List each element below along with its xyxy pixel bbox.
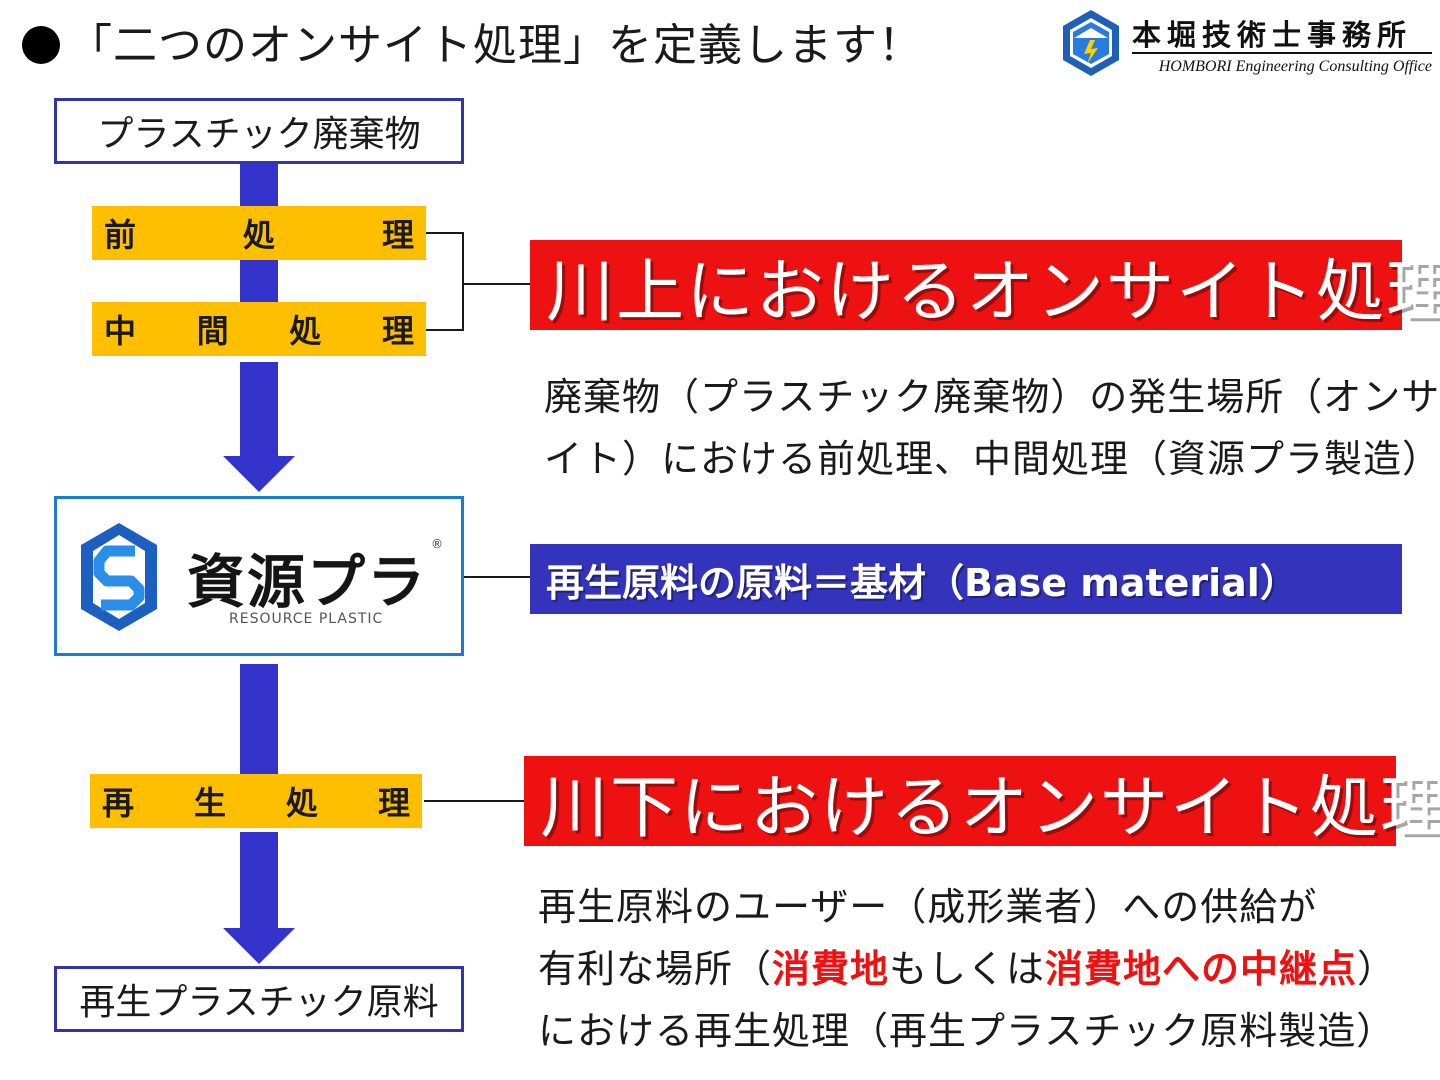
flow-end-label: 再生プラスチック原料: [79, 982, 439, 1023]
downstream-description-line: 有利な場所（消費地もしくは消費地への中継点）: [538, 938, 1396, 1000]
downstream-description-line: における再生処理（再生プラスチック原料製造）: [538, 1009, 1396, 1053]
pre-treatment-char: 理: [381, 216, 414, 254]
company-logo: 本堀技術士事務所 HOMBORI Engineering Consulting …: [1060, 8, 1436, 78]
down-arrow-icon: [223, 928, 295, 964]
recycling-treatment-char: 再: [102, 784, 135, 822]
downstream-text: もしくは: [889, 947, 1046, 991]
page-title-text: 「二つのオンサイト処理」を定義します！: [68, 20, 923, 71]
upstream-description-line: イト）における前処理、中間処理（資源プラ製造）: [544, 437, 1440, 481]
downstream-description: 再生原料のユーザー（成形業者）への供給が 有利な場所（消費地もしくは消費地への中…: [538, 876, 1396, 1062]
recycling-treatment-char: 処: [285, 784, 318, 822]
down-arrow-icon: [223, 456, 295, 492]
connector-line: [462, 283, 530, 285]
page-title: 「二つのオンサイト処理」を定義します！: [22, 18, 923, 74]
intermediate-treatment-step: 中 間 処 理: [92, 302, 426, 356]
connector-line: [464, 576, 530, 578]
resource-plastic-s-logo-icon: [81, 523, 157, 631]
relay-point-highlight: 消費地への中継点: [1045, 947, 1358, 991]
downstream-text: 有利な場所（: [538, 947, 773, 991]
downstream-onsite-banner: 川下におけるオンサイト処理: [524, 756, 1440, 848]
pre-treatment-char: 前: [104, 216, 137, 254]
resource-plastic-title: 資源プラ: [187, 548, 428, 616]
hexagon-lightning-logo-icon: [1063, 10, 1119, 76]
downstream-onsite-label: 川下におけるオンサイト処理: [540, 768, 1440, 848]
recycling-treatment-char: 生: [193, 784, 226, 822]
bracket-line: [426, 329, 464, 331]
registered-mark: ®: [431, 537, 443, 551]
consumption-area-highlight: 消費地: [772, 947, 890, 991]
logo-divider: [1132, 52, 1432, 54]
logo-english-name: HOMBORI Engineering Consulting Office: [1158, 58, 1432, 75]
flow-connector: [240, 164, 278, 206]
resource-plastic-subtitle: RESOURCE PLASTIC: [229, 611, 384, 627]
bracket-line: [462, 232, 464, 331]
connector-line: [424, 800, 524, 802]
base-material-banner: 再生原料の原料＝基材（Base material）: [530, 544, 1402, 614]
flow-start-box: プラスチック廃棄物: [54, 98, 464, 164]
upstream-description-line: 廃棄物（プラスチック廃棄物）の発生場所（オンサ: [544, 375, 1440, 419]
bullet-icon: [22, 26, 60, 64]
flow-connector: [240, 260, 278, 302]
flow-connector: [240, 664, 278, 774]
pre-treatment-char: 処: [242, 216, 275, 254]
flow-arrow-shaft: [240, 832, 278, 928]
upstream-onsite-label: 川上におけるオンサイト処理: [546, 252, 1440, 332]
intermediate-treatment-char: 中: [104, 312, 137, 350]
flow-start-label: プラスチック廃棄物: [97, 114, 421, 155]
upstream-onsite-banner: 川上におけるオンサイト処理: [530, 240, 1440, 332]
upstream-description: 廃棄物（プラスチック廃棄物）の発生場所（オンサ イト）における前処理、中間処理（…: [544, 366, 1440, 490]
bracket-line: [426, 232, 464, 234]
downstream-text: ）: [1357, 947, 1397, 991]
logo-japanese-name: 本堀技術士事務所: [1132, 18, 1413, 52]
resource-plastic-box: 資源プラ ® RESOURCE PLASTIC: [54, 496, 464, 656]
intermediate-treatment-char: 間: [196, 312, 229, 350]
flow-arrow-shaft: [240, 362, 278, 456]
intermediate-treatment-char: 処: [289, 312, 322, 350]
pre-treatment-step: 前 処 理: [92, 206, 426, 260]
recycling-treatment-char: 理: [377, 784, 410, 822]
flow-end-box: 再生プラスチック原料: [54, 966, 464, 1032]
recycling-treatment-step: 再 生 処 理: [90, 774, 422, 828]
base-material-label: 再生原料の原料＝基材（Base material）: [546, 560, 1298, 605]
intermediate-treatment-char: 理: [381, 312, 414, 350]
downstream-description-line: 再生原料のユーザー（成形業者）への供給が: [538, 885, 1318, 929]
